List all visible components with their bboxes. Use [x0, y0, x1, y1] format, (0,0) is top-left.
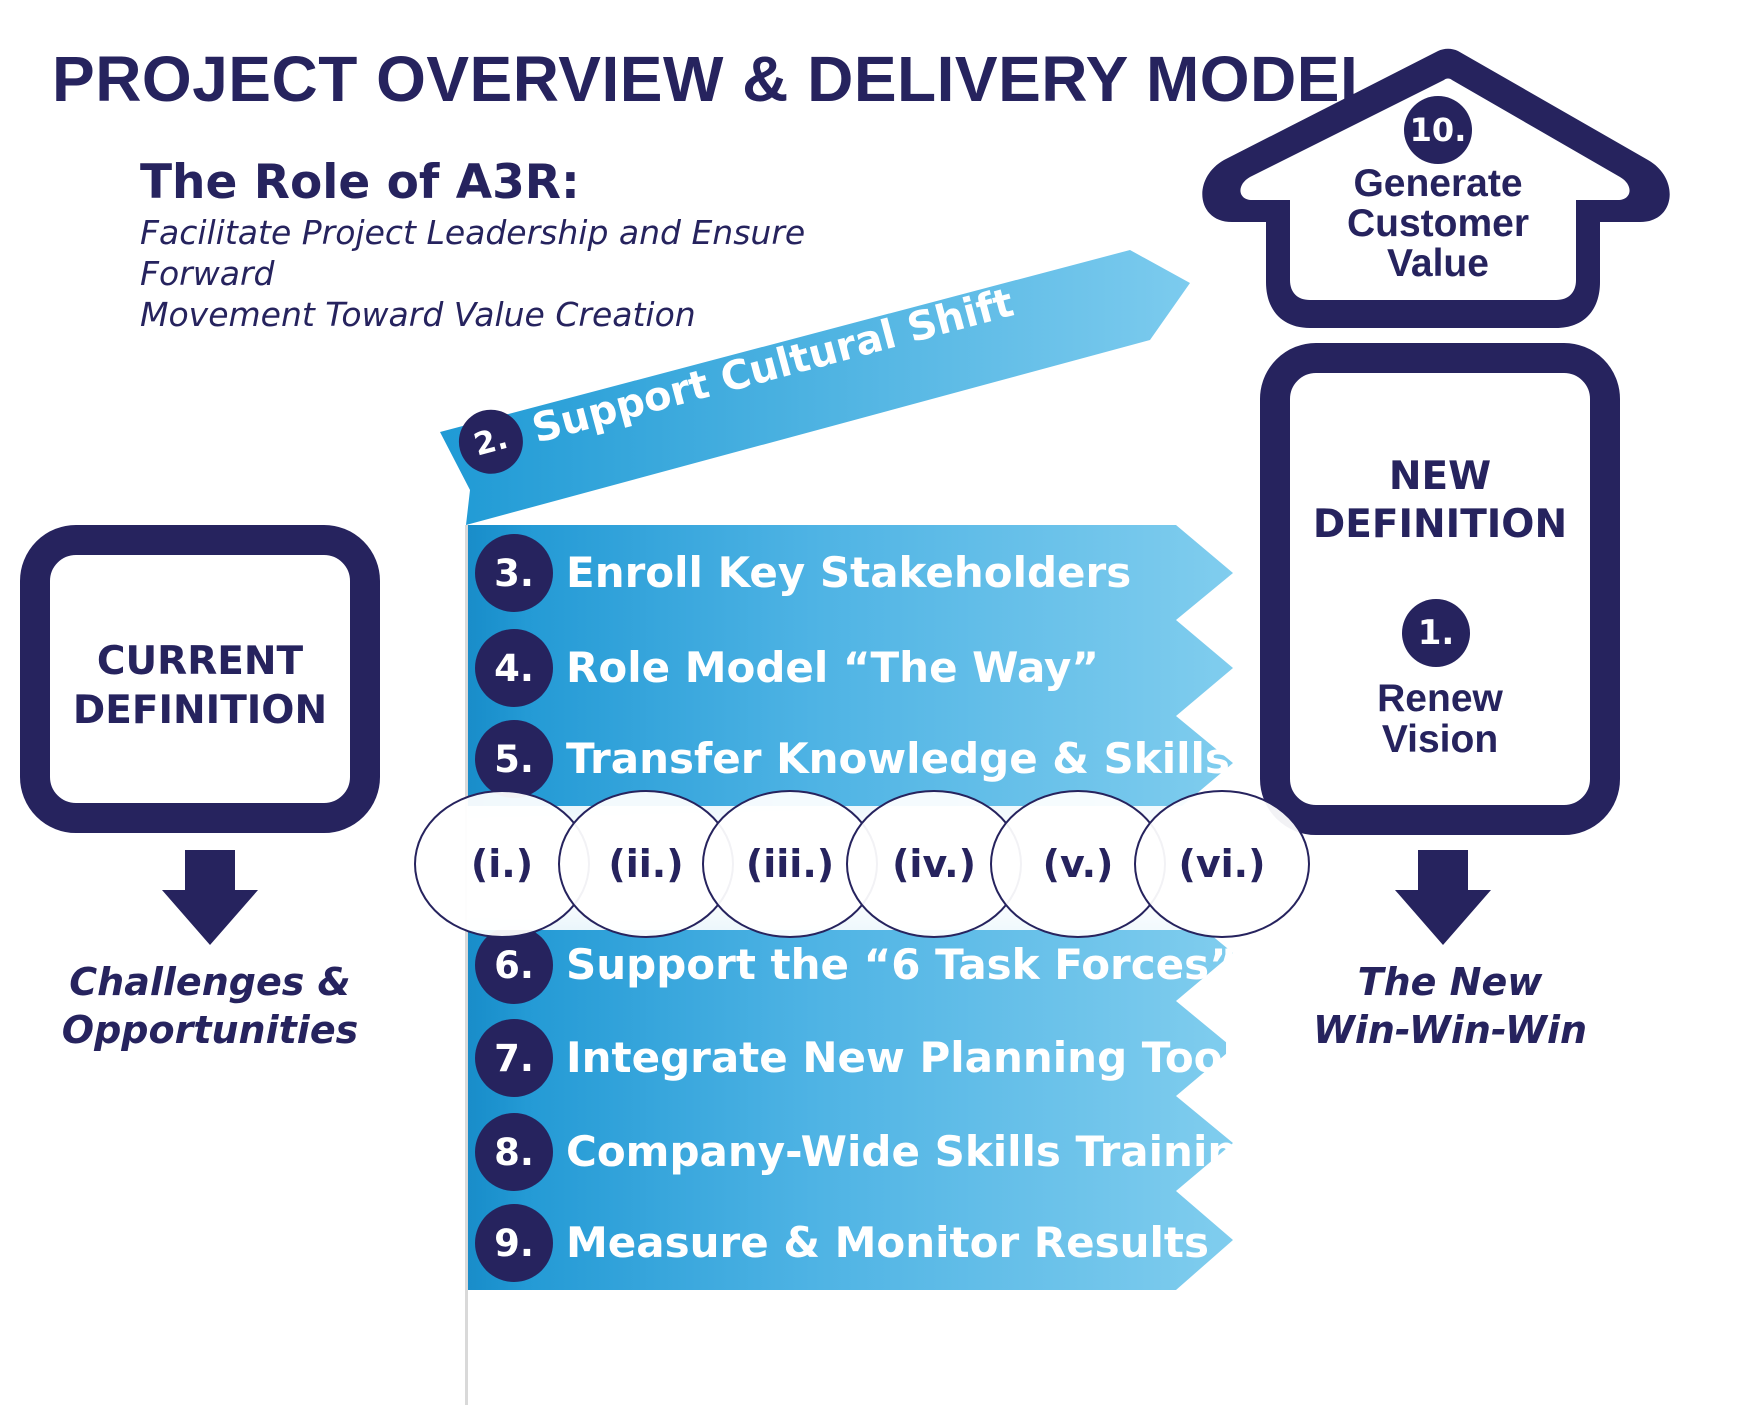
current-down-arrow — [162, 850, 258, 945]
role-description-line-2: Movement Toward Value Creation — [140, 295, 696, 334]
goal-line-3: Value — [1387, 242, 1489, 285]
stage-5-badge: 5. — [475, 720, 553, 798]
stage-4-badge: 4. — [475, 629, 553, 707]
stage-5-label: Transfer Knowledge & Skills — [566, 734, 1230, 783]
current-definition-label: CURRENT DEFINITION — [50, 637, 350, 735]
current-caption-line-1: Challenges & — [69, 960, 351, 1004]
stage-7-label: Integrate New Planning Tools — [566, 1033, 1262, 1082]
current-caption-line-2: Opportunities — [61, 1008, 359, 1052]
current-definition-line-1: CURRENT — [96, 639, 304, 684]
current-definition-line-2: DEFINITION — [72, 688, 328, 733]
stage-6-label: Support the “6 Task Forces” — [566, 940, 1237, 989]
goal-house-inner — [1240, 78, 1630, 300]
role-description: Facilitate Project Leadership and Ensure… — [140, 212, 900, 335]
renew-vision-line-2: Vision — [1381, 718, 1499, 761]
stage-3-badge: 3. — [475, 534, 553, 612]
new-down-arrow — [1395, 850, 1491, 945]
current-definition-box: CURRENT DEFINITION — [20, 525, 380, 833]
new-caption: The New Win-Win-Win — [1270, 958, 1630, 1054]
current-caption: Challenges & Opportunities — [40, 958, 380, 1054]
stage-3-label: Enroll Key Stakeholders — [566, 548, 1132, 597]
new-caption-line-2: Win-Win-Win — [1312, 1008, 1588, 1052]
stage-6-badge: 6. — [475, 926, 553, 1004]
goal-label: Generate Customer Value — [1300, 164, 1576, 284]
renew-vision-label: Renew Vision — [1290, 678, 1590, 760]
new-definition-box: NEW DEFINITION 1. Renew Vision — [1260, 343, 1620, 835]
stage-9-badge: 9. — [475, 1204, 553, 1282]
new-caption-line-1: The New — [1357, 960, 1543, 1004]
goal-line-1: Generate — [1353, 162, 1523, 205]
band-shadow-line — [465, 525, 468, 1405]
page-title: PROJECT OVERVIEW & DELIVERY MODEL — [52, 43, 1380, 115]
stage-8-badge: 8. — [475, 1113, 553, 1191]
stage-8-label: Company-Wide Skills Training — [566, 1127, 1268, 1176]
new-definition-label: NEW DEFINITION — [1290, 453, 1590, 549]
cultural-shift-banner — [440, 250, 1190, 525]
new-definition-line-2: DEFINITION — [1312, 502, 1568, 547]
task-force-circle: (vi.) — [1134, 790, 1310, 938]
stage-9-label: Measure & Monitor Results — [566, 1218, 1210, 1267]
role-description-line-1: Facilitate Project Leadership and Ensure… — [140, 213, 806, 293]
role-heading: The Role of A3R: — [140, 155, 580, 210]
step-10-badge: 10. — [1404, 96, 1472, 164]
stage-7-badge: 7. — [475, 1019, 553, 1097]
renew-vision-line-1: Renew — [1377, 677, 1503, 720]
step-1-badge: 1. — [1402, 599, 1470, 667]
stage-4-label: Role Model “The Way” — [566, 643, 1100, 692]
new-definition-line-1: NEW — [1388, 454, 1492, 499]
goal-line-2: Customer — [1346, 202, 1530, 245]
